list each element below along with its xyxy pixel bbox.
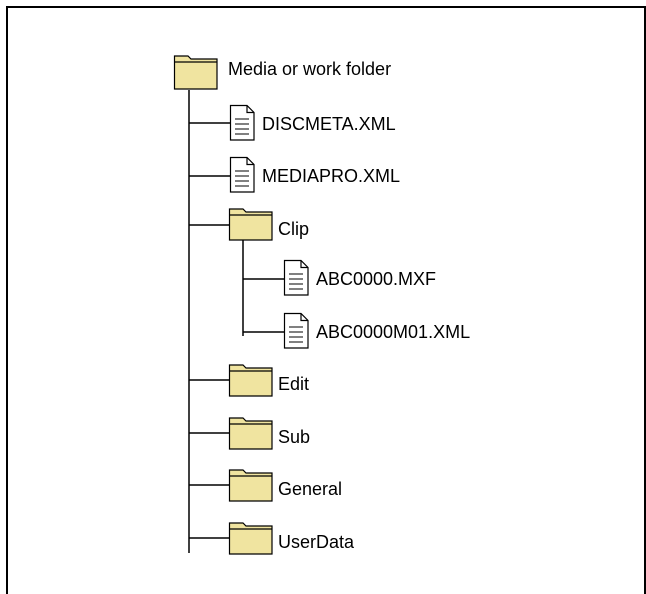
folder-label-clip: Clip: [278, 219, 310, 239]
file-icon: [229, 104, 255, 141]
folder-icon: [228, 208, 273, 241]
folder-icon: [228, 522, 273, 555]
root-folder-label: Media or work folder: [228, 59, 392, 79]
folder-label-sub: Sub: [278, 427, 311, 447]
file-label-discmeta: DISCMETA.XML: [262, 114, 396, 134]
folder-label-edit: Edit: [278, 374, 310, 394]
file-icon: [283, 259, 309, 296]
folder-icon: [173, 55, 218, 90]
folder-label-general: General: [278, 479, 343, 499]
file-icon: [229, 156, 255, 193]
folder-label-userdata: UserData: [278, 532, 355, 552]
folder-icon: [228, 364, 273, 397]
file-label-mediapro: MEDIAPRO.XML: [262, 166, 401, 186]
file-label-mxf: ABC0000.MXF: [316, 269, 437, 289]
file-icon: [283, 312, 309, 349]
file-label-m01-xml: ABC0000M01.XML: [316, 322, 471, 342]
folder-icon: [228, 469, 273, 502]
folder-icon: [228, 417, 273, 450]
diagram-frame: [6, 6, 646, 594]
